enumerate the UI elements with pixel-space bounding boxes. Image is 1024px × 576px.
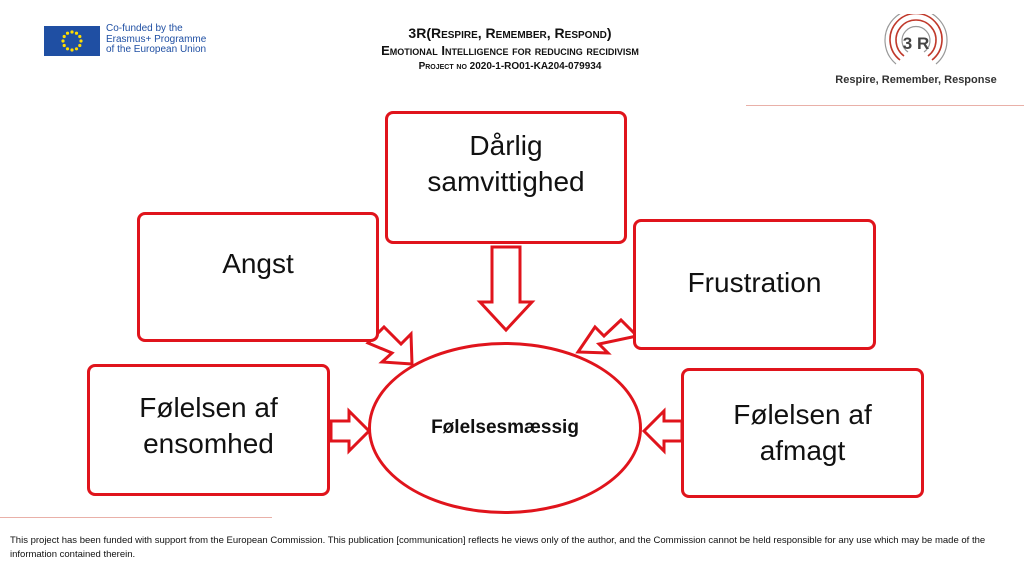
box-lower-left-line: ensomhed <box>143 428 274 459</box>
center-ellipse: Følelsesmæssig <box>368 342 642 514</box>
arrow-upper-left <box>365 324 414 366</box>
box-lower-left-line: Følelsen af <box>139 392 278 423</box>
eu-logo-line: of the European Union <box>106 44 207 55</box>
eu-erasmus-logo: Co-funded by the Erasmus+ Programme of t… <box>44 23 224 58</box>
footer-disclaimer: This project has been funded with suppor… <box>10 535 986 560</box>
box-top-line: Dårlig <box>469 130 543 161</box>
header-subtitle: Emotional Intelligence for reducing reci… <box>381 43 639 58</box>
box-lower-right-line: afmagt <box>759 435 846 466</box>
eu-logo-line: Co-funded by the <box>106 23 183 34</box>
box-lower-right: Følelsen af afmagt <box>681 368 924 498</box>
eu-logo-text: Co-funded by the Erasmus+ Programme of t… <box>106 23 207 56</box>
arrow-lower-left <box>329 407 372 455</box>
logo-3r-tagline: Respire, Remember, Response <box>835 74 997 86</box>
box-lower-right-line: Følelsen af <box>733 399 872 430</box>
box-upper-right: Frustration <box>633 219 876 350</box>
box-top-line: samvittighed <box>427 166 585 197</box>
eu-flag-icon <box>44 26 100 56</box>
footer-divider <box>0 517 272 518</box>
header-project-number: Project no 2020-1-RO01-KA204-079934 <box>418 61 602 72</box>
arrow-upper-right <box>575 317 641 355</box>
center-label: Følelsesmæssig <box>431 417 579 438</box>
arrow-lower-right <box>641 407 684 455</box>
slide-header: 3R(Respire, Remember, Respond) Emotional… <box>300 24 720 74</box>
arrow-down <box>476 245 536 333</box>
box-upper-left-label: Angst <box>222 248 294 279</box>
box-upper-right-label: Frustration <box>687 266 822 298</box>
eu-logo-line: Erasmus+ Programme <box>106 33 207 45</box>
box-upper-left: Angst <box>137 212 379 342</box>
box-lower-left: Følelsen af ensomhed <box>87 364 330 496</box>
logo-3r-mark-text: 3 R <box>903 34 929 53</box>
header-title: 3R(Respire, Remember, Respond) <box>408 25 612 41</box>
header-divider <box>746 105 1024 106</box>
box-top: Dårlig samvittighed <box>385 111 627 244</box>
